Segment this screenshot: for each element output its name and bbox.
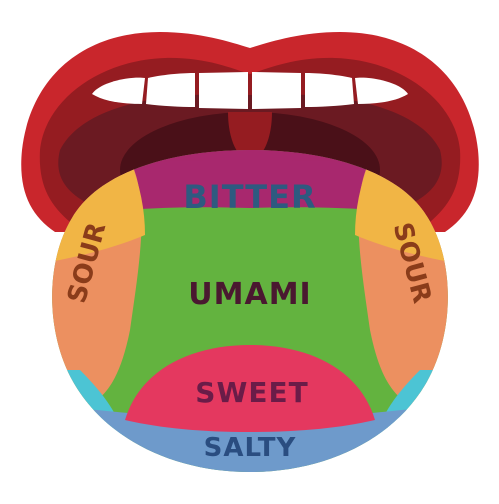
upper-teeth xyxy=(92,72,408,109)
tooth xyxy=(146,73,195,107)
uvula xyxy=(228,112,272,160)
sweet-label: SWEET xyxy=(195,376,308,409)
tooth xyxy=(92,77,145,104)
sweet-region xyxy=(125,345,375,432)
salty-label: SALTY xyxy=(204,433,297,463)
tooth xyxy=(199,72,248,109)
tooth xyxy=(252,72,301,109)
tooth xyxy=(355,77,408,104)
umami-label: UMAMI xyxy=(188,277,311,312)
salty-region xyxy=(52,400,448,472)
bitter-label: BITTER xyxy=(183,178,316,216)
tooth xyxy=(305,73,354,107)
